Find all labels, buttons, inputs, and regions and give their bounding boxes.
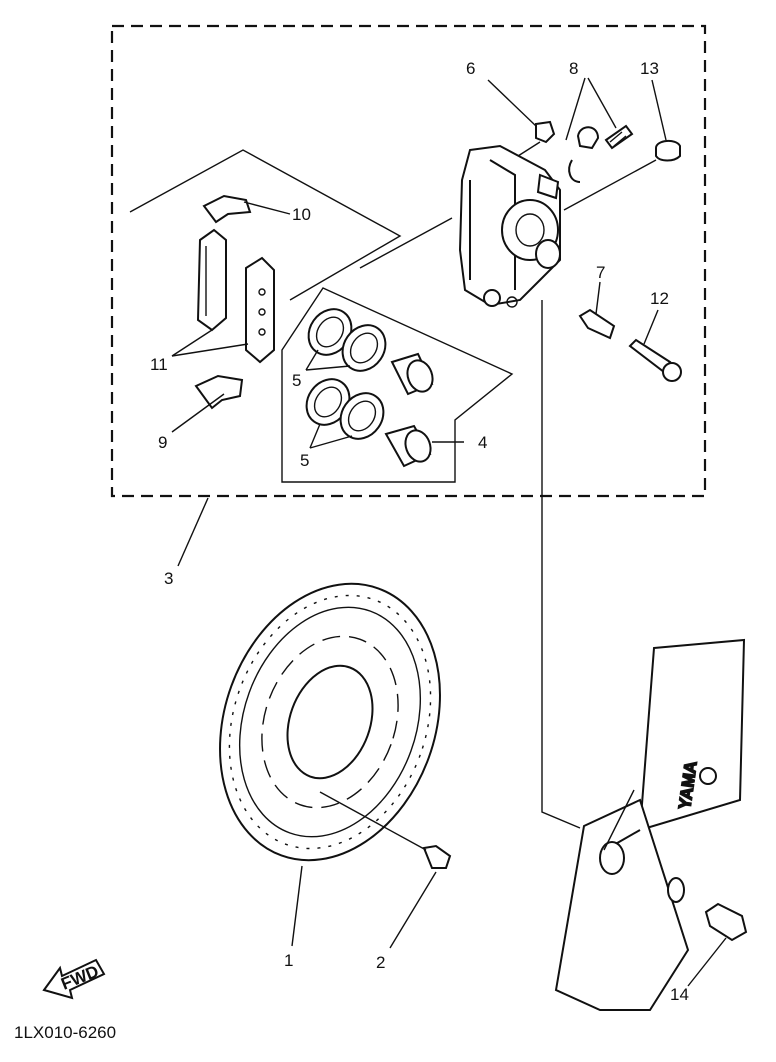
- leader-1: [291, 865, 303, 947]
- leader-14: [687, 937, 727, 987]
- leader-11a: [171, 329, 213, 357]
- brake-pads-11: [196, 228, 275, 364]
- callout-8: 8: [569, 59, 578, 78]
- brake-caliper: [458, 144, 561, 308]
- piston-seals-5: [305, 308, 387, 440]
- caliper-to-fork-line: [541, 300, 581, 829]
- piston-group-outline: [281, 287, 514, 483]
- callout-9: 9: [158, 433, 167, 452]
- caliper-to-piston-line: [359, 217, 453, 269]
- pad-clip-9: [194, 374, 244, 410]
- callout-5a: 5: [292, 371, 301, 390]
- callout-10: 10: [292, 205, 311, 224]
- leader-12: [643, 309, 659, 345]
- bolt-cap-13: [655, 140, 681, 162]
- callout-11: 11: [150, 355, 168, 374]
- callout-5b: 5: [300, 451, 309, 470]
- callout-6: 6: [466, 59, 475, 78]
- leader-5b1: [309, 423, 321, 449]
- pad-group-outline: [129, 149, 402, 301]
- leader-2: [389, 871, 437, 949]
- callout-12: 12: [650, 289, 669, 308]
- fwd-arrow-icon: [42, 958, 106, 1000]
- leader-13b: [563, 159, 657, 211]
- leader-5b2: [309, 435, 353, 449]
- callout-1: 1: [284, 951, 293, 970]
- callout-13: 13: [640, 59, 659, 78]
- leader-6b: [517, 141, 541, 157]
- pistons-4: [384, 352, 434, 468]
- callout-2: 2: [376, 953, 385, 972]
- bleed-screw-8: [568, 124, 634, 183]
- leader-13: [651, 79, 667, 141]
- leader-3: [177, 497, 209, 567]
- leader-10: [243, 201, 291, 215]
- pad-clip-10: [202, 194, 252, 224]
- caliper-nut-6: [535, 120, 556, 144]
- callout-3: 3: [164, 569, 173, 588]
- leader-9: [171, 393, 225, 433]
- leader-8a: [565, 77, 586, 141]
- front-fork: [554, 638, 746, 1011]
- pin-bolt-12: [628, 338, 672, 374]
- brake-disc: [219, 582, 441, 862]
- leader-7: [595, 281, 601, 315]
- fwd-arrow-label: FWD: [58, 962, 101, 994]
- leader-6: [487, 79, 537, 127]
- disc-bolt-2: [422, 844, 452, 869]
- leader-11b: [171, 343, 249, 357]
- leader-8b: [587, 77, 617, 129]
- leader-5a1: [305, 349, 319, 371]
- fork-bolt-14: [704, 902, 748, 942]
- pin-bolt-7: [578, 308, 616, 340]
- pin-bolt-12-head: [662, 362, 682, 382]
- leader-5a2: [305, 365, 351, 371]
- leader-2-line: [319, 791, 427, 851]
- callout-7: 7: [596, 263, 605, 282]
- callout-4: 4: [478, 433, 487, 452]
- diagram-code: 1LX010-6260: [14, 1023, 116, 1042]
- callout-14: 14: [670, 985, 689, 1004]
- caliper-assembly-dashed-box: [110, 24, 707, 498]
